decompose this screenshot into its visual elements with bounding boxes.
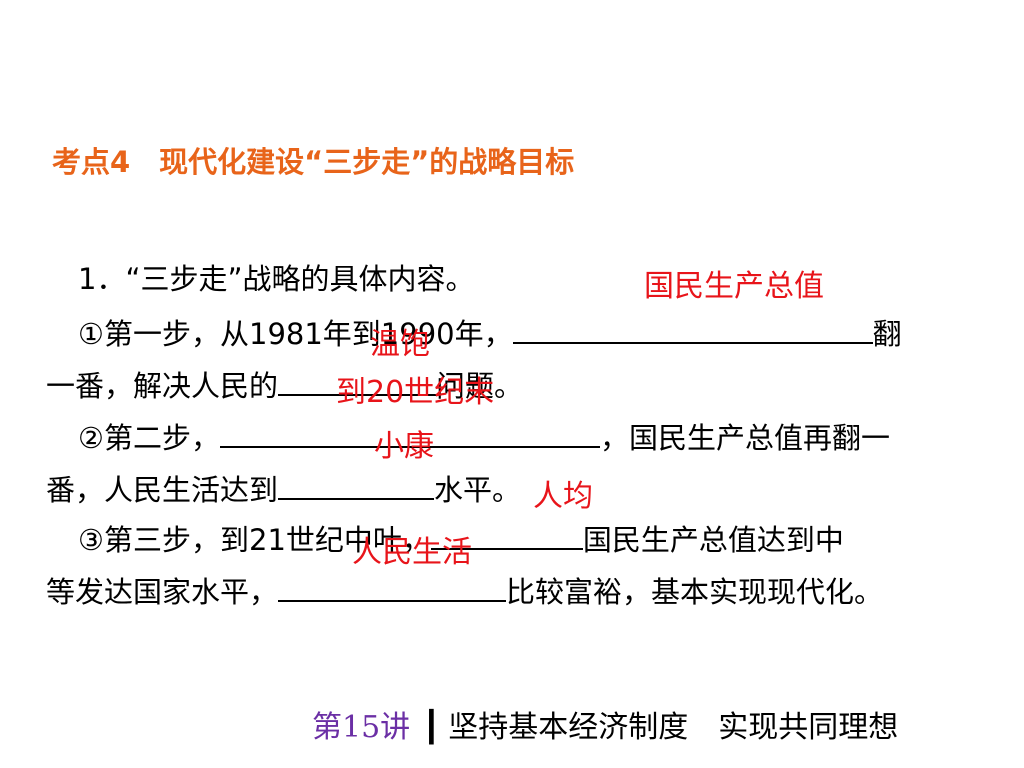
- line-6-text-b: 国民生产总值达到中: [582, 523, 844, 557]
- line-7-text-b: 比较富裕，基本实现现代化。: [506, 575, 884, 609]
- line-4-text-a: ②第二步，: [78, 421, 220, 455]
- answer-5: 人均: [533, 479, 593, 514]
- footer-lecture: 第15讲: [312, 710, 411, 745]
- blank-3: [220, 418, 600, 448]
- question-line-3: 一番，解决人民的 问题。: [46, 366, 523, 403]
- question-line-1: 1．“三步走”战略的具体内容。: [78, 262, 475, 296]
- blank-1: [512, 314, 873, 344]
- answer-1: 国民生产总值: [644, 269, 824, 304]
- answer-3: 到20世纪末: [336, 375, 495, 410]
- blank-2: [278, 366, 437, 396]
- line-3-text-b: 问题。: [436, 369, 524, 403]
- footer: 第15讲 ┃坚持基本经济制度 实现共同理想: [312, 708, 898, 748]
- question-line-7: 等发达国家水平， 比较富裕，基本实现现代化。: [46, 572, 883, 609]
- line-2-text-a: ①第一步，从1981年到1990年，: [78, 317, 513, 351]
- line-7-text-a: 等发达国家水平，: [46, 575, 279, 609]
- line-5-text-a: 番，人民生活达到: [46, 473, 279, 507]
- answer-2: 温饱: [370, 327, 430, 362]
- question-line-6: ③第三步，到21世纪中叶， 国民生产总值达到中: [78, 520, 844, 557]
- line-4-text-b: ，国民生产总值再翻一: [600, 421, 891, 455]
- line-6-text-a: ③第三步，到21世纪中叶，: [78, 523, 431, 557]
- footer-separator: ┃: [422, 710, 441, 745]
- line-5-text-b: 水平。: [434, 473, 522, 507]
- line-2-text-b: 翻: [872, 317, 902, 351]
- line-3-text-a: 一番，解决人民的: [46, 369, 279, 403]
- blank-6: [278, 572, 507, 602]
- answer-6: 人民生活: [352, 535, 472, 570]
- blank-5: [430, 520, 583, 550]
- slide-title: 考点4 现代化建设“三步走”的战略目标: [52, 145, 575, 179]
- blank-4: [278, 470, 435, 500]
- footer-course-title: 坚持基本经济制度 实现共同理想: [448, 710, 899, 745]
- question-line-5: 番，人民生活达到 水平。: [46, 470, 521, 507]
- question-line-2: ①第一步，从1981年到1990年， 翻: [78, 314, 902, 351]
- question-line-4: ②第二步， ，国民生产总值再翻一: [78, 418, 890, 455]
- answer-4: 小康: [374, 429, 434, 464]
